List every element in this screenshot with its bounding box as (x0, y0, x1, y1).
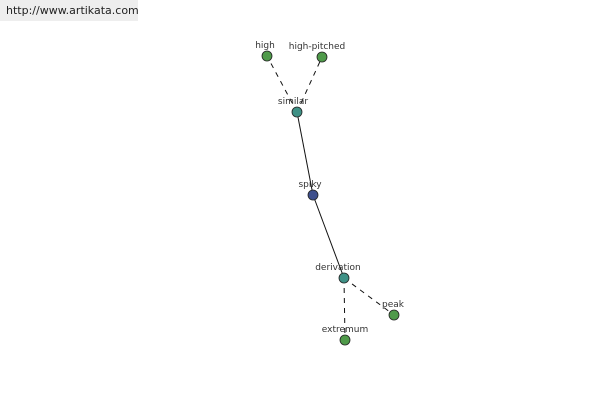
node-extremum[interactable] (339, 334, 351, 346)
node-peak[interactable] (388, 309, 400, 321)
edge-derivation-extremum (343, 277, 346, 341)
node-high[interactable] (261, 50, 273, 62)
node-label-extremum[interactable]: extremum (322, 325, 369, 335)
edge-similar-high (266, 55, 298, 113)
edge-spiky-derivation (312, 194, 345, 279)
node-label-peak[interactable]: peak (382, 300, 405, 310)
node-high-pitched[interactable] (316, 51, 328, 63)
node-similar[interactable] (291, 106, 303, 118)
node-spiky[interactable] (307, 189, 319, 201)
labels-layer: spiky similar derivation high high-pitched pe… (255, 41, 405, 335)
edge-spiky-similar (296, 111, 314, 196)
edges-layer (266, 55, 395, 341)
node-label-similar[interactable]: similar (278, 97, 308, 107)
node-label-high[interactable]: high (255, 41, 275, 51)
edge-derivation-peak (343, 277, 395, 316)
node-label-derivation[interactable]: derivation (315, 263, 361, 273)
edge-similar-high-pitched (296, 56, 323, 113)
site-url[interactable]: http://www.artikata.com (0, 0, 138, 21)
node-label-spiky[interactable]: spiky (298, 180, 322, 190)
node-label-high-pitched[interactable]: high-pitched (289, 42, 346, 52)
node-derivation[interactable] (338, 272, 350, 284)
nodes-layer (261, 50, 400, 346)
